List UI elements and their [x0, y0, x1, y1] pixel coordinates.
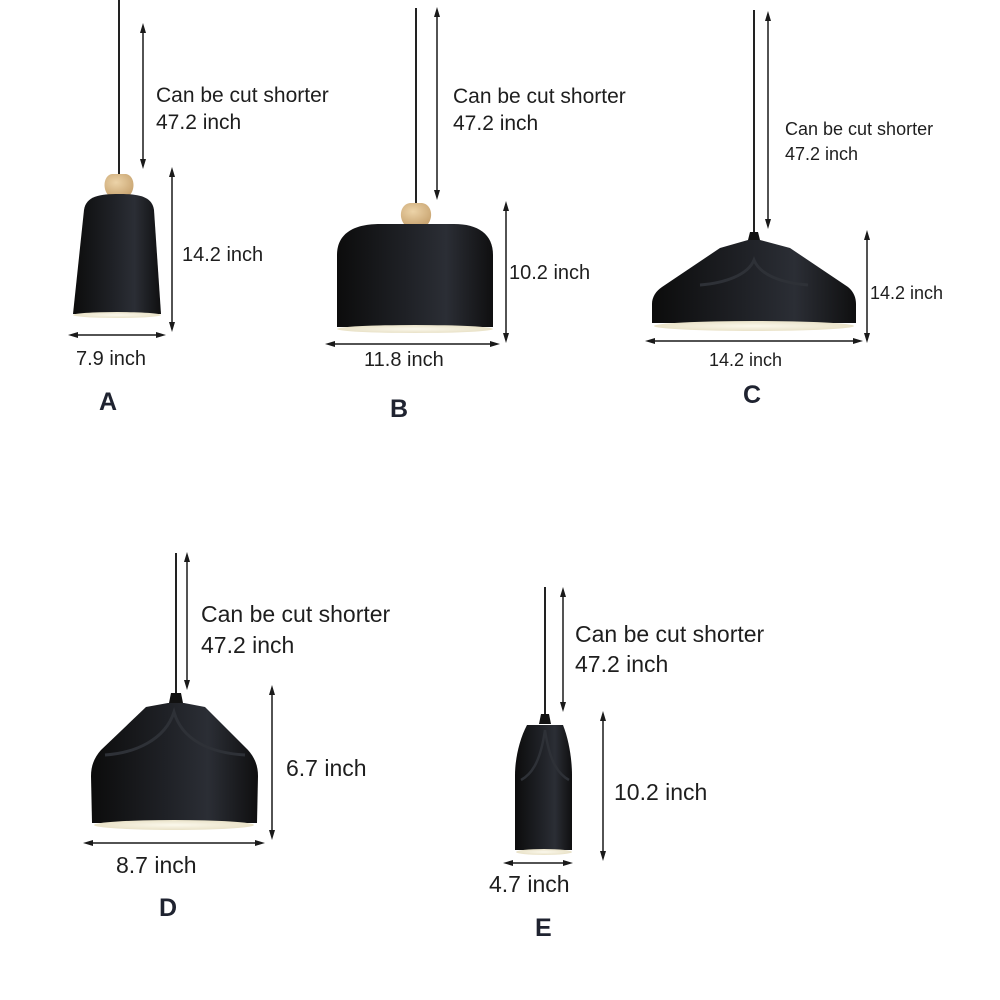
- lamp-d-cord-note: Can be cut shorter: [201, 601, 391, 627]
- lamp-b-drawing: [325, 6, 509, 347]
- lamp-a-cord-note: Can be cut shorter: [156, 84, 329, 107]
- lamp-a-width-label: 7.9 inch: [76, 348, 147, 370]
- lamp-a-shade: [73, 194, 161, 314]
- lamp-d-cord-grip: [169, 693, 183, 703]
- lamp-c-sculpt-groove: [699, 255, 809, 287]
- lamp-a-inner-glow: [73, 312, 161, 318]
- lamp-d-height-label: 6.7 inch: [286, 755, 367, 781]
- lamp-b-cord-note: Can be cut shorter: [453, 85, 626, 108]
- lamp-c-height-label: 14.2 inch: [870, 283, 944, 303]
- lamp-c-letter: C: [743, 381, 762, 409]
- lamp-d-letter: D: [159, 894, 178, 922]
- lamp-d-width-label: 8.7 inch: [116, 852, 197, 878]
- lamp-e-drawing: [503, 587, 606, 866]
- lamp-b-wood-cap: [400, 203, 432, 224]
- lamp-c-width-label: 14.2 inch: [709, 350, 783, 370]
- lamp-d-drawing: [83, 552, 275, 846]
- lamp-d-shade: [91, 703, 258, 823]
- lamp-a-wood-cap: [104, 174, 134, 195]
- lamp-c-cord-grip: [748, 232, 760, 240]
- lamp-a-drawing: [68, 0, 175, 338]
- lamp-e-sculpt-groove: [520, 729, 570, 782]
- lamp-e-inner-glow: [516, 849, 572, 855]
- lamp-d-cord-length: 47.2 inch: [201, 632, 295, 658]
- lamp-e-cord-note: Can be cut shorter: [575, 621, 765, 647]
- lamp-e-cord-length: 47.2 inch: [575, 651, 669, 677]
- lamp-a-cord-length: 47.2 inch: [156, 111, 242, 134]
- lamp-d-inner-glow: [94, 820, 254, 830]
- lamp-b-width-label: 11.8 inch: [364, 349, 444, 371]
- lamp-d-sculpt-groove: [104, 706, 246, 757]
- lamp-e-letter: E: [535, 914, 552, 942]
- lamp-a-letter: A: [99, 388, 118, 416]
- lamp-c-shade: [652, 240, 856, 323]
- lamp-b-height-label: 10.2 inch: [509, 262, 591, 284]
- lamp-b-cord-length: 47.2 inch: [453, 112, 539, 135]
- lamp-c-drawing: [645, 10, 870, 344]
- lamp-e-shade: [515, 725, 572, 850]
- lamp-b-inner-glow: [337, 325, 493, 333]
- lamp-c-cord-length: 47.2 inch: [785, 144, 859, 164]
- lamp-c-inner-glow: [654, 321, 854, 331]
- lamp-a-height-label: 14.2 inch: [182, 244, 264, 266]
- lamp-b-shade: [337, 224, 493, 327]
- lamp-b-letter: B: [390, 395, 409, 423]
- lamp-c-cord-note: Can be cut shorter: [785, 119, 934, 139]
- lamp-e-width-label: 4.7 inch: [489, 871, 570, 897]
- lamp-e-cord-grip: [539, 714, 551, 724]
- lamp-e-height-label: 10.2 inch: [614, 779, 708, 805]
